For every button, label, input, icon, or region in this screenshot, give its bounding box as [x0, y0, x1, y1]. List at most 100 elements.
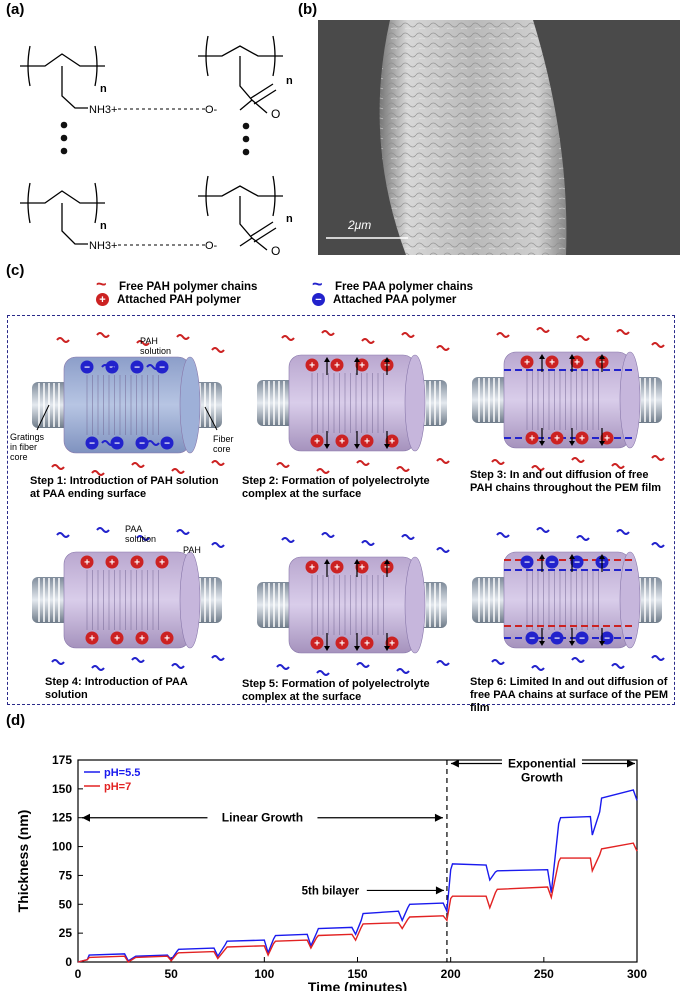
y-tick-label: 50: [59, 897, 73, 911]
fiber-core-label: Fiber core: [213, 434, 234, 454]
svg-text:+: +: [314, 437, 320, 448]
free-chain-icon: [396, 466, 410, 472]
legend-attached-pah: + Attached PAH polymer: [96, 293, 241, 306]
legend-free-paa: ~ Free PAA polymer chains: [312, 274, 473, 295]
sem-image: 2μm: [318, 20, 680, 255]
free-chain-icon: [96, 332, 110, 338]
free-chain-icon: [401, 332, 415, 338]
free-chain-icon: [316, 468, 330, 474]
legend-attached-paa: − Attached PAA polymer: [312, 293, 456, 306]
svg-text:+: +: [84, 558, 90, 569]
attached-polymer-icon: [330, 358, 344, 372]
free-chain-icon: [361, 540, 375, 546]
attached-polymer-icon: [545, 555, 559, 569]
free-paa-chain-icon: ~: [312, 274, 323, 294]
free-chain-icon: [56, 337, 70, 343]
step-2-fiber-illustration: ++++++++: [257, 330, 450, 474]
x-tick-label: 300: [627, 967, 647, 981]
attached-polymer-icon: [155, 555, 169, 569]
x-tick-label: 50: [164, 967, 178, 981]
y-tick-label: 125: [52, 811, 72, 825]
svg-text:+: +: [314, 639, 320, 650]
attached-polymer-icon: [525, 631, 539, 645]
panel-a-label: (a): [6, 1, 25, 18]
free-chain-icon: [536, 527, 550, 533]
step-illustrations: −−−−−−−−++++++++++++++++++++++++++++++++…: [32, 327, 665, 676]
attached-polymer-icon: [85, 631, 99, 645]
attached-polymer-icon: [160, 631, 174, 645]
step-4-fiber-illustration: ++++++++: [32, 527, 225, 671]
free-chain-icon: [651, 455, 665, 461]
attached-polymer-icon: [575, 631, 589, 645]
svg-text:+: +: [114, 634, 120, 645]
free-chain-icon: [136, 535, 150, 541]
attached-polymer-icon: [110, 436, 124, 450]
free-chain-icon: [396, 668, 410, 674]
free-chain-icon: [571, 657, 585, 663]
y-tick-label: 0: [65, 955, 72, 969]
svg-text:+: +: [549, 358, 555, 369]
attached-polymer-icon: [575, 431, 589, 445]
attached-polymer-icon: [520, 555, 534, 569]
panel-d-label: (d): [6, 712, 26, 729]
nh3-top-label: NH3+: [89, 104, 117, 116]
free-chain-icon: [176, 529, 190, 535]
free-chain-icon: [576, 335, 590, 341]
pah-n-top: n: [100, 83, 107, 95]
exponential-growth-label-2: Growth: [521, 770, 563, 784]
scale-bar-label: 2μm: [347, 218, 371, 232]
free-chain-icon: [321, 330, 335, 336]
step-1-fiber-illustration: −−−−−−−−: [32, 332, 225, 476]
svg-text:+: +: [389, 437, 395, 448]
free-chain-icon: [171, 663, 185, 669]
free-chain-icon: [616, 329, 630, 335]
attached-polymer-icon: [335, 434, 349, 448]
free-chain-icon: [496, 532, 510, 538]
attached-polymer-icon: [310, 434, 324, 448]
pah-n-bottom: n: [100, 220, 107, 232]
free-chain-icon: [211, 460, 225, 466]
free-chain-icon: [356, 662, 370, 668]
svg-text:−: −: [164, 439, 170, 450]
svg-text:+: +: [364, 437, 370, 448]
svg-text:+: +: [359, 563, 365, 574]
svg-text:+: +: [139, 634, 145, 645]
free-chain-icon: [56, 532, 70, 538]
legend-free-paa-text: Free PAA polymer chains: [334, 281, 474, 293]
y-tick-label: 175: [52, 753, 72, 767]
svg-text:+: +: [89, 634, 95, 645]
svg-text:+: +: [339, 437, 345, 448]
svg-text:+: +: [554, 434, 560, 445]
attached-paa-icon: −: [312, 293, 325, 306]
attached-polymer-icon: [360, 434, 374, 448]
linear-growth-label: Linear Growth: [222, 811, 303, 825]
o-minus-bottom-label: O-: [205, 240, 218, 252]
legend-free-pah-text: Free PAH polymer chains: [118, 281, 258, 293]
free-chain-icon: [171, 468, 185, 474]
free-chain-icon: [51, 659, 65, 665]
svg-text:−: −: [529, 634, 535, 645]
attached-polymer-icon: [160, 436, 174, 450]
panel-a-structures: n n n n NH3+ NH3+ O- O- O O O: [20, 35, 293, 258]
svg-text:+: +: [134, 558, 140, 569]
plot-frame: [77, 759, 638, 963]
svg-text:−: −: [549, 558, 555, 569]
step-2-caption: Step 2: Formation of polyelectrolyte com…: [242, 475, 430, 500]
svg-text:−: −: [524, 558, 530, 569]
free-chain-icon: [611, 663, 625, 669]
free-chain-icon: [131, 462, 145, 468]
free-chain-icon: [281, 335, 295, 341]
attached-polymer-icon: [110, 631, 124, 645]
free-chain-icon: [436, 458, 450, 464]
attached-polymer-icon: [105, 555, 119, 569]
attached-polymer-icon: [550, 431, 564, 445]
attached-polymer-icon: [130, 555, 144, 569]
svg-text:−: −: [554, 634, 560, 645]
o-minus-top-label: O-: [205, 104, 218, 116]
svg-text:+: +: [524, 358, 530, 369]
nh3-bottom-label: NH3+: [89, 240, 117, 252]
x-tick-label: 250: [534, 967, 554, 981]
legend-attached-paa-text: Attached PAA polymer: [333, 293, 457, 306]
svg-text:+: +: [529, 434, 535, 445]
